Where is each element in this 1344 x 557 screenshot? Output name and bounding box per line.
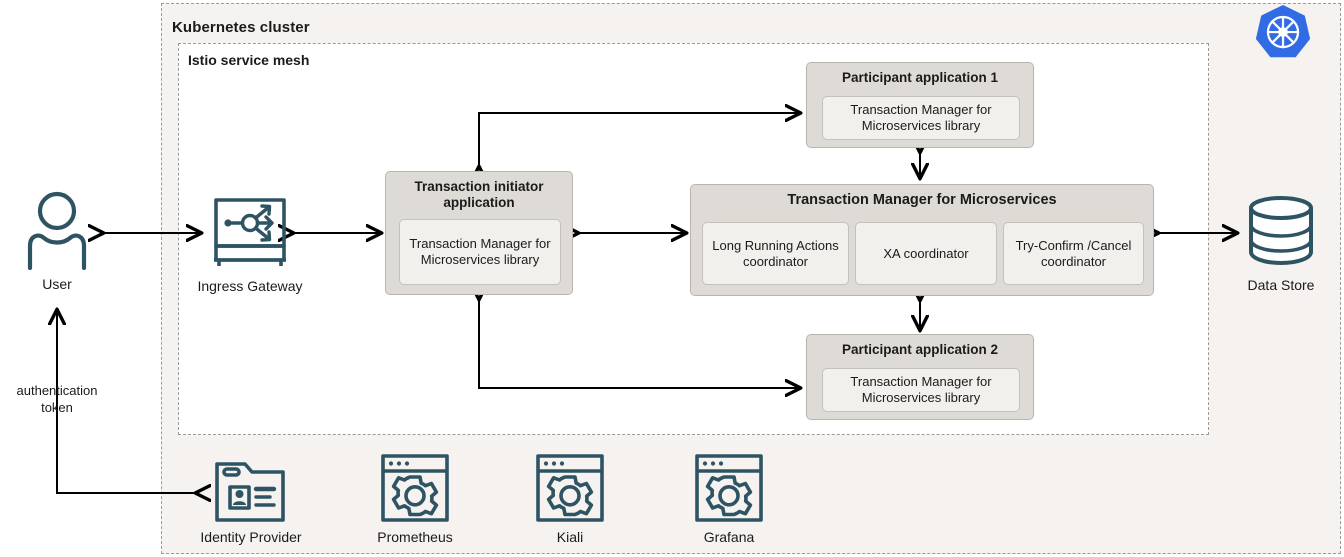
participant-application-1-box[interactable]: Participant application 1 Transaction Ma… xyxy=(806,62,1034,148)
kubernetes-logo-icon xyxy=(1255,4,1311,58)
participant2-library: Transaction Manager for Microservices li… xyxy=(822,368,1020,412)
coordinator-xa[interactable]: XA coordinator xyxy=(855,222,997,285)
coordinator-try-confirm-cancel[interactable]: Try-Confirm /Cancel coordinator xyxy=(1003,222,1144,285)
authentication-token-label: authentication token xyxy=(16,383,98,415)
transaction-manager-title: Transaction Manager for Microservices xyxy=(787,192,1057,208)
kiali-icon xyxy=(536,454,604,522)
ingress-gateway-icon xyxy=(214,198,286,266)
prometheus-label: Prometheus xyxy=(377,529,453,545)
transaction-initiator-application-box[interactable]: Transaction initiator application Transa… xyxy=(385,171,573,295)
participant2-title: Participant application 2 xyxy=(841,342,999,357)
identity-provider-icon xyxy=(215,462,285,522)
user-icon xyxy=(27,191,87,270)
transaction-manager-box[interactable]: Transaction Manager for Microservices Lo… xyxy=(690,184,1154,296)
user-label: User xyxy=(42,276,72,292)
kiali-label: Kiali xyxy=(556,529,584,545)
database-icon xyxy=(1249,196,1313,265)
ingress-gateway-label: Ingress Gateway xyxy=(197,278,303,294)
istio-service-mesh-title: Istio service mesh xyxy=(188,52,310,68)
participant1-title: Participant application 1 xyxy=(841,70,999,85)
grafana-label: Grafana xyxy=(703,529,755,545)
identity-provider-label: Identity Provider xyxy=(200,529,302,545)
initiator-library: Transaction Manager for Microservices li… xyxy=(399,219,561,285)
data-store-label: Data Store xyxy=(1247,277,1315,293)
grafana-icon xyxy=(695,454,763,522)
participant1-library: Transaction Manager for Microservices li… xyxy=(822,96,1020,140)
kubernetes-cluster-title: Kubernetes cluster xyxy=(172,19,310,36)
participant-application-2-box[interactable]: Participant application 2 Transaction Ma… xyxy=(806,334,1034,420)
prometheus-icon xyxy=(381,454,449,522)
coordinator-long-running-actions[interactable]: Long Running Actions coordinator xyxy=(702,222,849,285)
initiator-title: Transaction initiator application xyxy=(414,179,544,210)
